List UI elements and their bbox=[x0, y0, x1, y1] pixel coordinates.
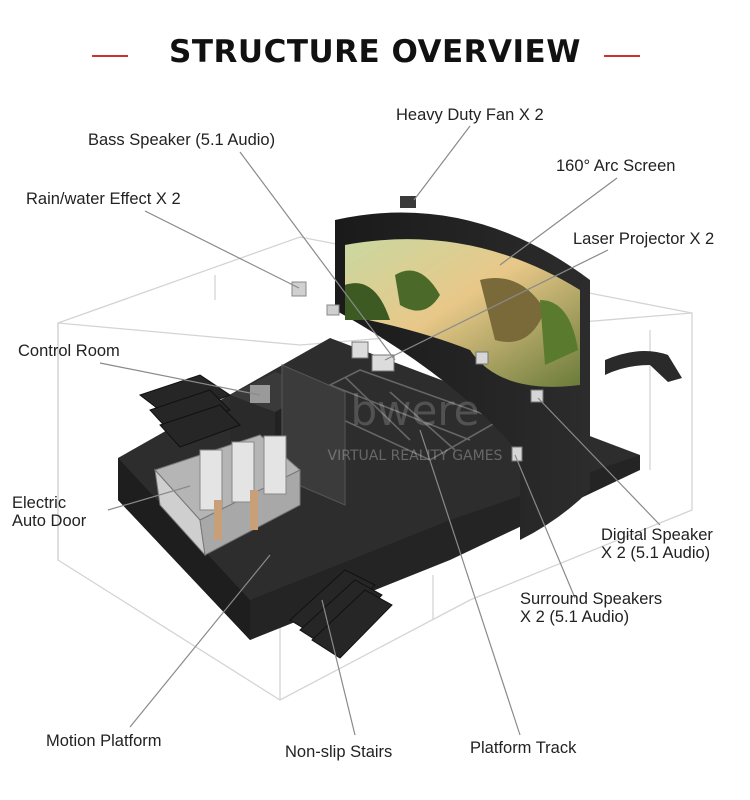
arc-screen bbox=[335, 212, 590, 540]
label-surround-speakers-line1: Surround Speakers bbox=[520, 590, 663, 608]
leader-lines bbox=[99, 125, 661, 736]
label-electric-auto-door-line2: Auto Door bbox=[12, 512, 87, 530]
watermark-logo: bwere bbox=[350, 386, 479, 435]
heavy-duty-fan-1 bbox=[400, 196, 416, 208]
title-rule-left bbox=[92, 55, 128, 57]
label-surround-speakers-line2: X 2 (5.1 Audio) bbox=[520, 608, 630, 626]
heavy-duty-fan-2 bbox=[605, 351, 682, 382]
laser-projector-1 bbox=[351, 341, 369, 359]
label-bass-speaker: Bass Speaker (5.1 Audio) bbox=[88, 131, 276, 149]
label-digital-speaker-line1: Digital Speaker bbox=[601, 526, 713, 544]
left-stairs bbox=[138, 374, 241, 448]
digital-speaker-1 bbox=[475, 351, 489, 365]
laser-projector-2 bbox=[371, 354, 395, 372]
title-rule-right bbox=[604, 55, 640, 57]
digital-speaker-2 bbox=[530, 389, 544, 403]
label-control-room: Control Room bbox=[18, 342, 120, 360]
bass-speaker bbox=[326, 304, 340, 316]
label-arc-screen: 160° Arc Screen bbox=[556, 157, 676, 175]
motion-platform bbox=[154, 434, 301, 557]
page-title: STRUCTURE OVERVIEW bbox=[169, 34, 581, 70]
label-digital-speaker-line2: X 2 (5.1 Audio) bbox=[601, 544, 711, 562]
watermark-tagline: VIRTUAL REALITY GAMES bbox=[328, 448, 503, 464]
rain-water-device bbox=[291, 281, 307, 297]
label-platform-track: Platform Track bbox=[470, 739, 577, 757]
label-laser-projector: Laser Projector X 2 bbox=[573, 230, 715, 248]
label-heavy-duty-fan: Heavy Duty Fan X 2 bbox=[396, 106, 544, 124]
label-electric-auto-door-line1: Electric bbox=[12, 494, 67, 512]
label-motion-platform: Motion Platform bbox=[46, 732, 162, 750]
label-non-slip-stairs: Non-slip Stairs bbox=[285, 743, 393, 761]
label-rain-water-effect: Rain/water Effect X 2 bbox=[26, 190, 181, 208]
